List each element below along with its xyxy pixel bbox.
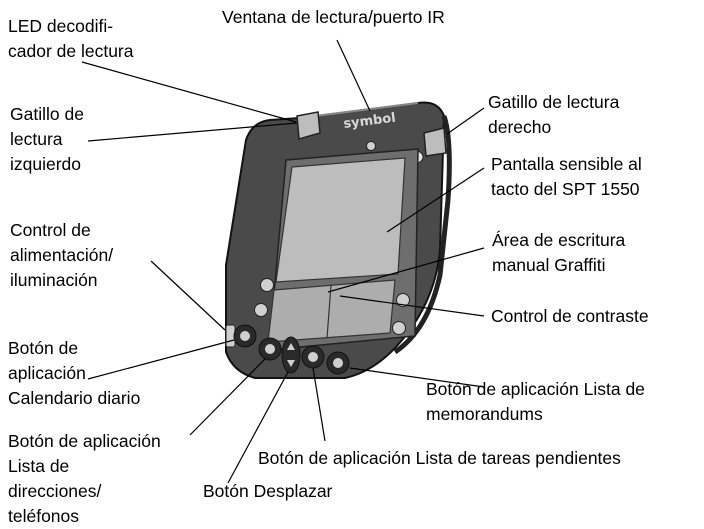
label-left-trigger: Gatillo de lectura izquierdo [10,104,84,174]
callout-contrast [339,295,485,317]
device-top-edge [299,102,419,119]
callout-right-trigger [446,107,485,135]
brand-logo: symbol [343,111,397,132]
label-calendar: Botón de aplicación Calendario diario [8,338,141,408]
callout-read-window [336,39,371,112]
calc-icon [396,293,410,307]
label-address: Botón de aplicación Lista de direcciones… [8,431,161,526]
label-power: Control de alimentación/ iluminación [10,220,114,290]
callout-scroll [227,371,289,484]
callout-todo [312,367,326,442]
left-trigger [296,111,321,140]
label-read-window: Ventana de lectura/puerto IR [222,7,445,27]
home-icon [260,278,274,292]
graffiti-area [267,279,396,343]
label-contrast: Control de contraste [491,306,649,326]
address-button-face [265,344,275,354]
todo-button-face [308,352,318,362]
callout-memo [349,367,485,388]
callout-address [189,358,266,436]
callout-left-trigger [87,122,298,142]
label-graffiti: Área de escritura manual Graffiti [492,230,626,275]
label-touch-screen: Pantalla sensible al tacto del SPT 1550 [491,154,642,199]
graffiti-divider [326,284,332,339]
scroll-up-arrow [287,343,295,350]
label-right-trigger: Gatillo de lectura derecho [488,92,620,137]
find-icon [392,321,406,335]
label-scroll: Botón Desplazar [203,481,333,501]
scroll-button [281,336,301,374]
callout-touch-screen [386,167,485,233]
callout-power [150,260,226,331]
menu-icon [254,303,268,317]
touch-screen [275,157,406,283]
callout-lines [81,39,485,484]
callout-graffiti [327,247,485,293]
label-todo: Botón de aplicación Lista de tareas pend… [258,448,621,468]
memo-button-face [333,358,343,368]
calendar-button-face [240,331,250,341]
right-trigger [423,127,447,157]
callout-calendar [87,339,235,380]
label-led: LED decodifi- cador de lectura [8,16,134,61]
scroll-down-arrow [287,360,295,367]
callout-led [81,61,297,123]
led-indicator [366,141,376,151]
label-memo: Botón de aplicación Lista de memorandums [426,379,645,424]
